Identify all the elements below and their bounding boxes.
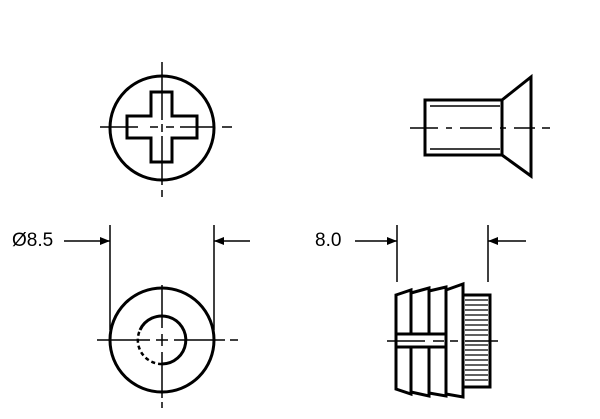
countersunk-head bbox=[501, 73, 533, 179]
cross-recess bbox=[125, 90, 199, 164]
diameter-dimension bbox=[64, 225, 250, 330]
length-label: 8.0 bbox=[315, 230, 342, 251]
screw-side-view bbox=[410, 73, 550, 179]
centerlines bbox=[97, 285, 238, 408]
insert-end-view bbox=[64, 225, 250, 408]
knurl-lines bbox=[465, 299, 488, 381]
insert-bore bbox=[138, 314, 188, 366]
screw-head-front-view bbox=[100, 62, 232, 197]
insert-side-view bbox=[355, 225, 526, 399]
centerlines bbox=[100, 62, 232, 197]
diameter-label: Ø8.5 bbox=[12, 230, 54, 251]
insert-bore-hidden bbox=[136, 329, 163, 366]
length-dimension bbox=[355, 225, 526, 282]
